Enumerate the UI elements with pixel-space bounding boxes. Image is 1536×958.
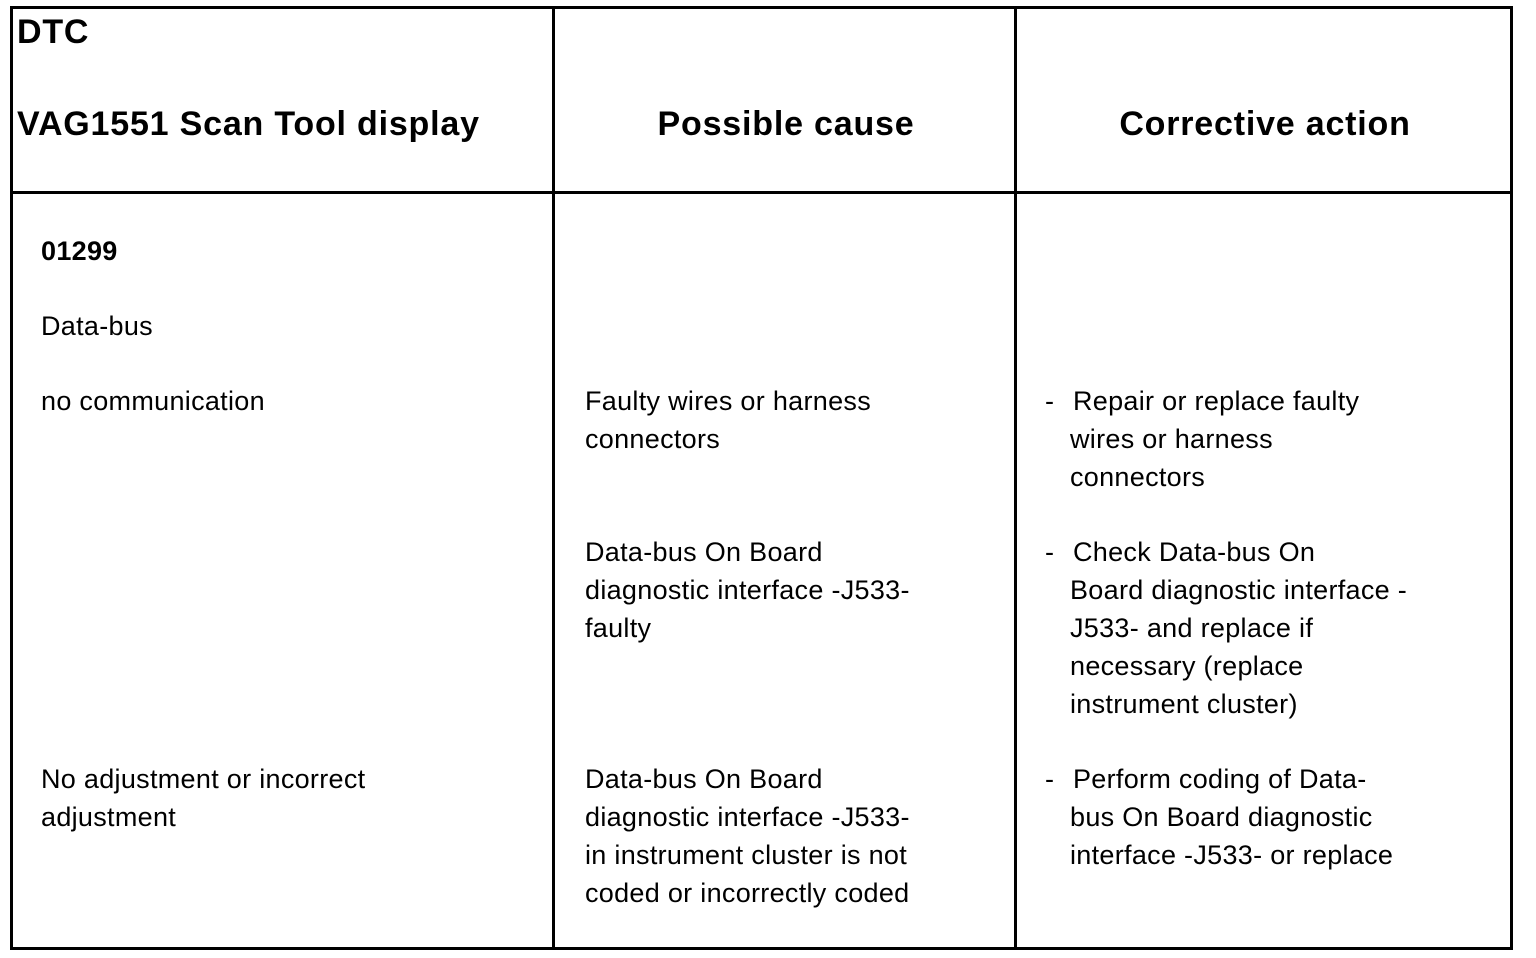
dtc-text-line3a: No adjustment or incorrect (41, 764, 366, 794)
dtc-code: 01299 (41, 236, 118, 266)
cause-3-line-3: in instrument cluster is not (585, 840, 908, 870)
cause-3-line-4: coded or incorrectly coded (585, 878, 910, 908)
cause-2-line-3: faulty (585, 613, 652, 643)
cause-3-line-2: diagnostic interface -J533- (585, 802, 910, 832)
header-corrective-action: Corrective action (1119, 105, 1411, 143)
dtc-table (10, 6, 1513, 950)
header-dtc: DTC (17, 13, 90, 51)
action-1-line-1: Repair or replace faulty (1073, 386, 1360, 416)
action-2-line-5: instrument cluster) (1070, 689, 1298, 719)
header-divider (13, 191, 1510, 194)
cause-1-line-2: connectors (585, 424, 721, 454)
action-2-line-2: Board diagnostic interface - (1070, 575, 1408, 605)
dtc-text-line1: Data-bus (41, 311, 153, 341)
action-1-line-2: wires or harness (1070, 424, 1273, 454)
action-3-line-2: bus On Board diagnostic (1070, 802, 1373, 832)
action-2-line-4: necessary (replace (1070, 651, 1304, 681)
header-possible-cause: Possible cause (657, 105, 915, 143)
action-2-line-1: Check Data-bus On (1073, 537, 1316, 567)
dtc-text-line3b: adjustment (41, 802, 177, 832)
cause-1-line-1: Faulty wires or harness (585, 386, 871, 416)
cause-2-line-2: diagnostic interface -J533- (585, 575, 910, 605)
action-1-dash: - (1045, 386, 1054, 416)
action-2-dash: - (1045, 537, 1054, 567)
action-3-line-1: Perform coding of Data- (1073, 764, 1367, 794)
column-divider-1 (552, 9, 555, 947)
column-divider-2 (1014, 9, 1017, 947)
action-1-line-3: connectors (1070, 462, 1206, 492)
action-3-line-3: interface -J533- or replace (1070, 840, 1394, 870)
action-3-dash: - (1045, 764, 1054, 794)
header-scan-tool-display: VAG1551 Scan Tool display (17, 105, 480, 143)
cause-2-line-1: Data-bus On Board (585, 537, 823, 567)
action-2-line-3: J533- and replace if (1070, 613, 1314, 643)
dtc-text-line2: no communication (41, 386, 265, 416)
cause-3-line-1: Data-bus On Board (585, 764, 823, 794)
